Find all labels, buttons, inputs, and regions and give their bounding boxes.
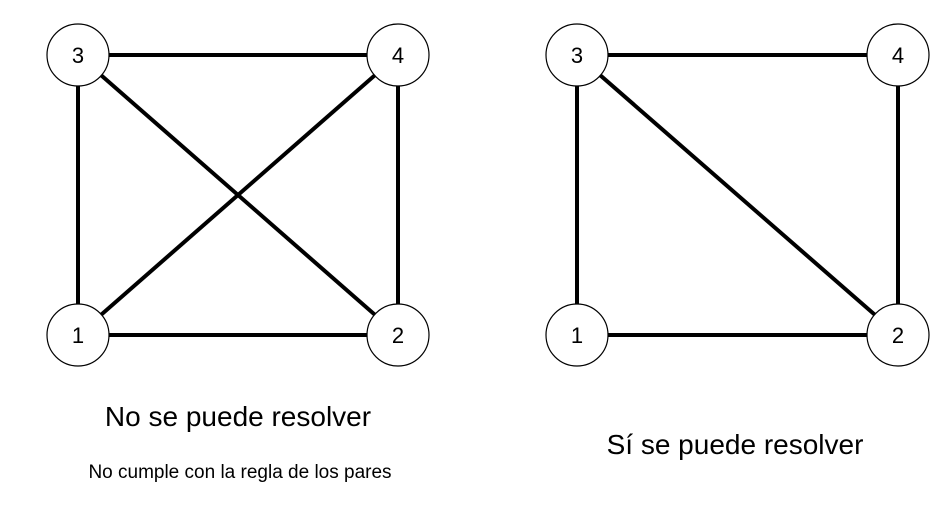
right-node-2 — [866, 303, 930, 367]
right-node-1 — [545, 303, 609, 367]
left-graph: 3 4 1 2 — [46, 23, 430, 367]
right-node-label-1: 1 — [571, 323, 583, 348]
left-graph-title: No se puede resolver — [104, 401, 372, 432]
right-edge-3-2 — [575, 53, 900, 337]
right-node-label-3: 3 — [571, 43, 583, 68]
left-node-label-4: 4 — [392, 43, 404, 68]
left-node-3 — [46, 23, 110, 87]
left-node-1 — [46, 303, 110, 367]
graphs-diagram: 3 4 1 2 3 4 1 2 — [46, 23, 930, 367]
left-node-2 — [366, 303, 430, 367]
right-node-label-2: 2 — [892, 323, 904, 348]
right-graph: 3 4 1 2 — [545, 23, 930, 367]
right-node-4 — [866, 23, 930, 87]
right-graph-title: Sí se puede resolver — [606, 429, 864, 460]
right-node-3 — [545, 23, 609, 87]
left-node-label-2: 2 — [392, 323, 404, 348]
left-node-label-1: 1 — [72, 323, 84, 348]
left-node-label-3: 3 — [72, 43, 84, 68]
left-node-4 — [366, 23, 430, 87]
left-edge-4-1 — [76, 53, 400, 337]
left-graph-subtitle: No cumple con la regla de los pares — [88, 462, 392, 483]
right-node-label-4: 4 — [892, 43, 904, 68]
